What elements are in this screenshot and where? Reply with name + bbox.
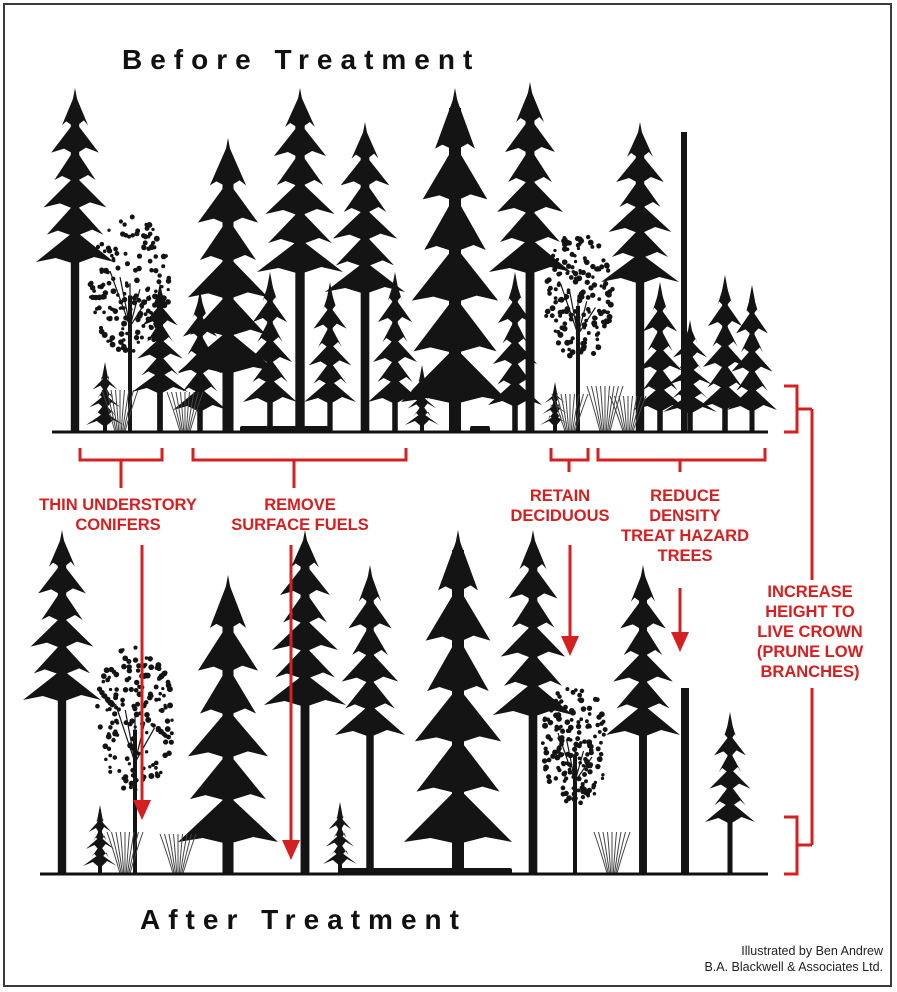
conifer-tree: [540, 382, 570, 432]
conifer-tree: [335, 565, 405, 874]
conifer-tree: [264, 530, 346, 874]
conifer-tree: [663, 320, 717, 432]
after-treatment-title: After Treatment: [140, 904, 467, 936]
bracket-crown-top-before: [784, 386, 812, 432]
before-treatment-title: Before Treatment: [122, 44, 480, 76]
arrow-reduce-density-head: [671, 632, 689, 652]
credit-illustrator: Illustrated by Ben Andrew: [704, 943, 883, 959]
arrow-remove-surface-head: [282, 840, 300, 860]
after-forest-scene: [23, 530, 755, 874]
conifer-tree: [83, 805, 117, 874]
shrub: [594, 832, 630, 874]
label-increase-height-crown: INCREASE HEIGHT TO LIVE CROWN (PRUNE LOW…: [740, 582, 880, 682]
conifer-tree: [23, 530, 101, 874]
credit-company: B.A. Blackwell & Associates Ltd.: [704, 959, 883, 975]
before-forest-scene: [36, 82, 777, 432]
shrub: [160, 834, 196, 874]
conifer-tree: [606, 565, 680, 874]
bracket-thin-understory: [80, 448, 162, 488]
conifer-tree: [323, 802, 357, 874]
conifer-tree: [705, 712, 755, 874]
bracket-crown-bottom-after: [784, 817, 812, 874]
label-remove-surface-fuels: REMOVE SURFACE FUELS: [200, 495, 400, 535]
conifer-tree: [698, 275, 752, 432]
conifer-tree: [401, 88, 509, 432]
label-thin-understory: THIN UNDERSTORY CONIFERS: [18, 495, 218, 535]
deciduous-tree: [541, 687, 608, 874]
bracket-reduce-density: [598, 448, 765, 472]
label-retain-deciduous: RETAIN DECIDUOUS: [495, 486, 625, 526]
conifer-tree: [404, 530, 512, 874]
bracket-retain-deciduous: [551, 448, 588, 472]
conifer-tree: [368, 272, 422, 432]
shrub: [107, 832, 143, 874]
arrow-retain-deciduous-head: [561, 636, 579, 656]
shrub: [587, 386, 623, 432]
snag-tree: [681, 688, 689, 874]
conifer-tree: [304, 282, 356, 432]
bracket-remove-surface: [193, 448, 406, 488]
label-reduce-density: REDUCE DENSITY TREAT HAZARD TREES: [610, 486, 760, 566]
illustration-credits: Illustrated by Ben Andrew B.A. Blackwell…: [704, 943, 883, 975]
conifer-tree: [178, 575, 278, 874]
snag-tree: [681, 132, 687, 432]
